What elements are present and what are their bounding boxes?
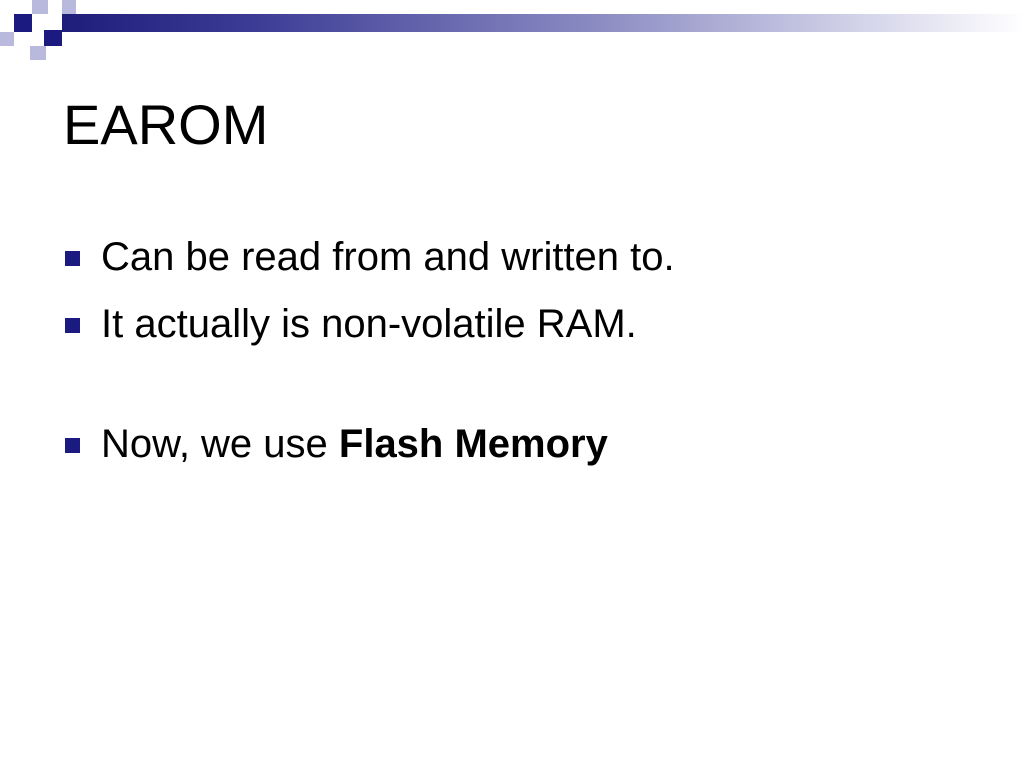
bullet-text-emphasis: Flash Memory — [338, 422, 608, 466]
slide-title: EAROM — [63, 93, 269, 156]
bullet-text-prefix: Now, we use — [101, 422, 339, 466]
list-item: It actually is non-volatile RAM. — [63, 297, 963, 347]
decor-square — [0, 32, 14, 46]
square-bullet-icon — [65, 318, 80, 333]
list-item: Now, we use Flash Memory — [63, 417, 963, 467]
bullet-text: Can be read from and written to. — [101, 235, 675, 279]
square-bullet-icon — [65, 251, 80, 266]
decor-square — [32, 0, 48, 14]
list-item: Can be read from and written to. — [63, 230, 963, 280]
decor-square — [62, 0, 76, 14]
decor-square — [44, 30, 62, 46]
bullet-text: Now, we use Flash Memory — [101, 417, 608, 471]
header-gradient-bar — [62, 14, 1024, 32]
decor-square — [14, 14, 32, 32]
square-bullet-icon — [65, 438, 80, 453]
bullet-text: It actually is non-volatile RAM. — [101, 302, 637, 346]
decor-square — [30, 46, 46, 60]
